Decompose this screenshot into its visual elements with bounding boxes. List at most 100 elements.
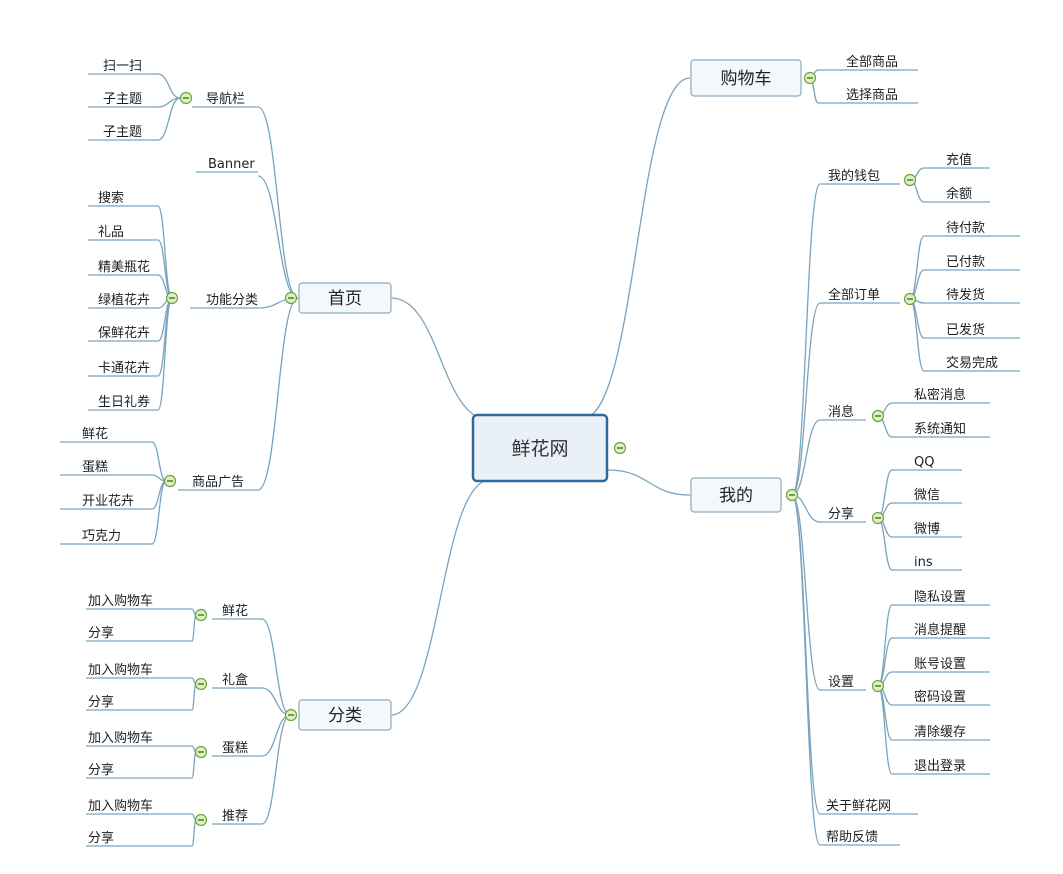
banner-node: Banner — [208, 157, 255, 172]
ad-item: 鲜花 — [82, 426, 108, 442]
center-label: 鲜花网 — [511, 438, 568, 460]
connector-line — [157, 73, 181, 99]
product-ads-node: 商品广告 — [192, 475, 244, 490]
category-item: 加入购物车 — [88, 662, 153, 678]
home-box[interactable] — [298, 282, 392, 314]
messages-item: 系统通知 — [914, 421, 966, 437]
connector-line — [261, 714, 291, 825]
orders-item: 已发货 — [946, 322, 985, 338]
category-group-node: 鲜花 — [222, 603, 248, 619]
category-item: 分享 — [88, 694, 114, 710]
category-box[interactable] — [298, 699, 392, 731]
connector-line — [877, 604, 893, 687]
connector-line — [257, 297, 299, 491]
category-group-node: 蛋糕 — [222, 741, 248, 756]
cart-item: 选择商品 — [846, 88, 898, 103]
orders-node: 全部订单 — [828, 287, 880, 303]
about-node: 关于鲜花网 — [826, 798, 891, 814]
settings-item: 账号设置 — [914, 657, 966, 672]
node-labels: 导航栏扫一扫子主题子主题Banner功能分类搜索礼品精美瓶花绿植花卉保鲜花卉卡通… — [82, 54, 998, 846]
connector-line — [791, 302, 821, 496]
connector-line — [191, 751, 197, 779]
nav-item: 子主题 — [103, 125, 142, 140]
connector-line — [151, 480, 167, 545]
function-item: 卡通花卉 — [98, 360, 150, 376]
mine-label: 我的 — [719, 486, 753, 506]
connector-line — [909, 235, 925, 300]
category-label: 分类 — [328, 706, 362, 726]
cart-box[interactable] — [690, 59, 802, 97]
connector-line — [157, 97, 181, 141]
connector-line — [191, 614, 197, 642]
ad-item: 巧克力 — [82, 529, 121, 544]
connector-line — [261, 618, 291, 716]
function-item: 保鲜花卉 — [98, 325, 150, 341]
messages-node: 消息 — [828, 404, 854, 420]
orders-item: 已付款 — [946, 255, 985, 270]
category-item: 加入购物车 — [88, 798, 153, 814]
share-item: 微信 — [914, 488, 940, 503]
nav-item: 子主题 — [103, 92, 142, 107]
connector-line — [791, 494, 821, 691]
function-item: 礼品 — [98, 224, 124, 240]
cart-label: 购物车 — [721, 69, 772, 89]
settings-item: 清除缓存 — [914, 725, 966, 740]
function-category-node: 功能分类 — [206, 293, 258, 308]
connector-line — [791, 494, 821, 846]
feedback-node: 帮助反馈 — [826, 830, 878, 845]
orders-item: 待付款 — [946, 221, 985, 236]
wallet-node: 我的钱包 — [828, 168, 880, 184]
messages-item: 私密消息 — [914, 387, 966, 403]
category-group-node: 推荐 — [222, 809, 248, 824]
settings-item: 密码设置 — [914, 689, 966, 705]
settings-item: 隐私设置 — [914, 590, 966, 605]
connector-line — [791, 183, 821, 496]
center-box[interactable] — [471, 413, 609, 483]
category-item: 分享 — [88, 625, 114, 641]
category-item: 分享 — [88, 830, 114, 846]
connector-line — [257, 175, 299, 299]
share-item: QQ — [914, 455, 934, 470]
home-label: 首页 — [328, 289, 362, 309]
collapse-toggles — [163, 71, 917, 827]
nav-item: 扫一扫 — [103, 59, 142, 74]
category-item: 分享 — [88, 762, 114, 778]
connector-line — [257, 106, 299, 299]
orders-item: 交易完成 — [946, 355, 998, 371]
connector-line — [157, 205, 173, 299]
cart-item: 全部商品 — [846, 54, 898, 70]
connector-line — [607, 469, 691, 496]
connector-line — [390, 297, 491, 421]
connector-line — [261, 714, 291, 757]
ad-item: 蛋糕 — [82, 460, 108, 475]
connector-line — [157, 297, 173, 411]
ad-item: 开业花卉 — [82, 493, 134, 509]
share-item: 微博 — [914, 522, 940, 537]
mine-box[interactable] — [690, 477, 782, 513]
connector-line — [390, 479, 491, 716]
category-group-node: 礼盒 — [222, 672, 248, 688]
share-item: ins — [914, 555, 933, 570]
wallet-item: 余额 — [946, 186, 972, 202]
category-item: 加入购物车 — [88, 730, 153, 746]
settings-item: 消息提醒 — [914, 622, 966, 638]
function-item: 绿植花卉 — [98, 292, 150, 308]
wallet-item: 充值 — [946, 152, 972, 168]
share-node: 分享 — [828, 506, 854, 522]
connector-line — [151, 474, 167, 482]
connector-line — [191, 819, 197, 847]
function-item: 生日礼券 — [98, 394, 150, 410]
settings-node: 设置 — [828, 675, 854, 690]
orders-item: 待发货 — [946, 287, 985, 303]
connector-line — [877, 685, 893, 775]
connector-line — [909, 298, 925, 372]
connector-line — [582, 77, 691, 419]
function-item: 搜索 — [98, 191, 124, 206]
settings-item: 退出登录 — [914, 759, 966, 774]
function-item: 精美瓶花 — [98, 259, 150, 275]
nav-bar-node: 导航栏 — [206, 91, 245, 107]
connector-line — [157, 297, 173, 377]
connector-line — [191, 683, 197, 711]
